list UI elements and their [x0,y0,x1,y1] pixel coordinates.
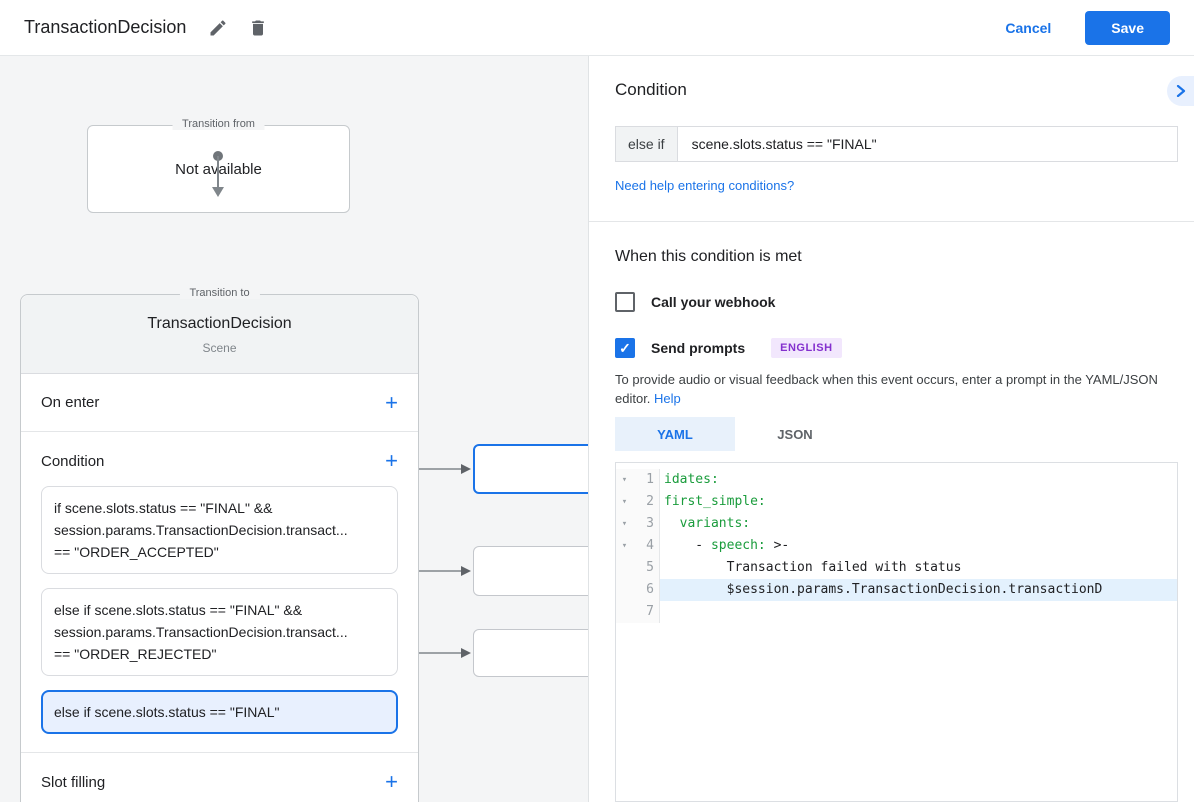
plus-icon[interactable]: + [385,448,398,473]
transition-to-label: Transition to [179,287,260,299]
code-text: first_simple: [664,494,766,509]
code-line: ▾ 3 variants: [616,513,1177,535]
scene-name: TransactionDecision [147,315,292,332]
section-divider [589,221,1194,222]
fold-toggle-icon [616,579,633,601]
trash-icon [252,20,265,35]
condition-item-2[interactable]: else if scene.slots.status == "FINAL" &&… [41,588,398,676]
fold-toggle-icon[interactable]: ▾ [616,469,633,491]
plus-icon[interactable]: + [385,389,398,415]
scene-diagram-canvas: Transition from Not available Transition… [0,56,588,802]
code-line: ▾ 1 idates: [616,469,1177,491]
condition-text: if scene.slots.status == "FINAL" && [54,500,273,516]
chevron-right-icon [1176,85,1185,97]
scene-card-header: TransactionDecision Scene [21,295,418,374]
transition-target-box[interactable] [473,629,588,677]
code-line: ▾ 2 first_simple: [616,491,1177,513]
condition-section: Condition + if scene.slots.status == "FI… [21,446,418,753]
send-prompts-label: Send prompts [651,340,746,356]
transition-target-box[interactable] [473,444,588,494]
send-prompts-checkbox-row: ✓ Send prompts ENGLISH [615,338,1178,358]
cancel-button[interactable]: Cancel [1005,19,1052,36]
line-number: 2 [633,491,660,513]
tab-json[interactable]: JSON [735,417,855,451]
code-line: ▾ 4 - speech: >- [616,535,1177,557]
condition-item-1[interactable]: if scene.slots.status == "FINAL" && sess… [41,486,398,574]
condition-text: == "ORDER_REJECTED" [54,646,217,662]
checkmark-icon: ✓ [619,339,631,356]
code-text: variants: [679,516,751,531]
code-line: 5 Transaction failed with status [616,557,1177,579]
fold-toggle-icon [616,557,633,579]
condition-text: else if scene.slots.status == "FINAL" && [54,602,303,618]
code-text: - speech: >- [664,538,790,553]
page-title: TransactionDecision [24,17,187,37]
transition-to-card: Transition to TransactionDecision Scene … [20,287,419,802]
fold-toggle-icon[interactable]: ▾ [616,513,633,535]
condition-expression-input[interactable] [677,126,1178,162]
code-line-highlighted: 6 $session.params.TransactionDecision.tr… [616,579,1177,601]
condition-text: session.params.TransactionDecision.trans… [54,624,348,640]
transition-from-label: Transition from [172,118,265,130]
transition-from-value: Not available [175,160,262,178]
code-text: idates: [664,472,719,487]
panel-title: Condition [615,80,687,99]
condition-item-3-selected[interactable]: else if scene.slots.status == "FINAL" [41,690,398,734]
conditions-help-link[interactable]: Need help entering conditions? [615,178,795,193]
fold-toggle-icon [616,601,633,623]
slot-filling-section: Slot filling + Slot validation [21,767,418,802]
language-badge: ENGLISH [771,338,842,358]
condition-text: session.params.TransactionDecision.trans… [54,522,348,538]
condition-text: else if scene.slots.status == "FINAL" [54,704,280,720]
edit-title-button[interactable] [206,16,230,40]
condition-expression-row: else if [615,126,1178,162]
slot-filling-label: Slot filling [41,773,106,791]
line-number: 3 [633,513,660,535]
transition-from-box: Transition from Not available [87,118,350,213]
prompt-hint-body: To provide audio or visual feedback when… [615,372,1158,406]
on-enter-label: On enter [41,394,100,411]
condition-prefix-label: else if [615,126,678,162]
condition-section-label: Condition [41,452,105,470]
transition-target-box[interactable] [473,546,588,596]
line-number: 6 [633,579,660,601]
send-prompts-checkbox[interactable]: ✓ [615,338,635,358]
webhook-checkbox-row: Call your webhook [615,292,1178,312]
fold-toggle-icon[interactable]: ▾ [616,491,633,513]
yaml-code-editor[interactable]: ▾ 1 idates: ▾ 2 first_simple: ▾ 3 varian… [615,462,1178,802]
when-condition-met-heading: When this condition is met [615,248,802,265]
editor-format-tabs: YAML JSON [615,417,1178,451]
line-number: 5 [633,557,660,579]
prompt-hint-text: To provide audio or visual feedback when… [615,370,1178,408]
condition-text: == "ORDER_ACCEPTED" [54,544,219,560]
code-text: Transaction failed with status [664,560,962,575]
line-number: 1 [633,469,660,491]
tab-yaml[interactable]: YAML [615,417,735,451]
code-text: $session.params.TransactionDecision.tran… [660,579,1177,601]
help-link[interactable]: Help [654,391,681,406]
pencil-icon [210,19,226,35]
line-number: 7 [633,601,660,623]
collapse-panel-button[interactable] [1167,76,1194,106]
call-webhook-checkbox[interactable] [615,292,635,312]
scene-type-label: Scene [202,341,237,355]
call-webhook-label: Call your webhook [651,294,776,310]
app-bar: TransactionDecision Cancel Save [0,0,1194,56]
on-enter-section: On enter + [21,374,418,432]
line-number: 4 [633,535,660,557]
code-line: 7 [616,601,1177,623]
fold-toggle-icon[interactable]: ▾ [616,535,633,557]
save-button[interactable]: Save [1085,10,1170,45]
delete-scene-button[interactable] [246,16,270,40]
plus-icon[interactable]: + [385,769,398,794]
code-text [660,601,1177,623]
condition-edit-panel: Condition else if Need help entering con… [588,56,1194,802]
